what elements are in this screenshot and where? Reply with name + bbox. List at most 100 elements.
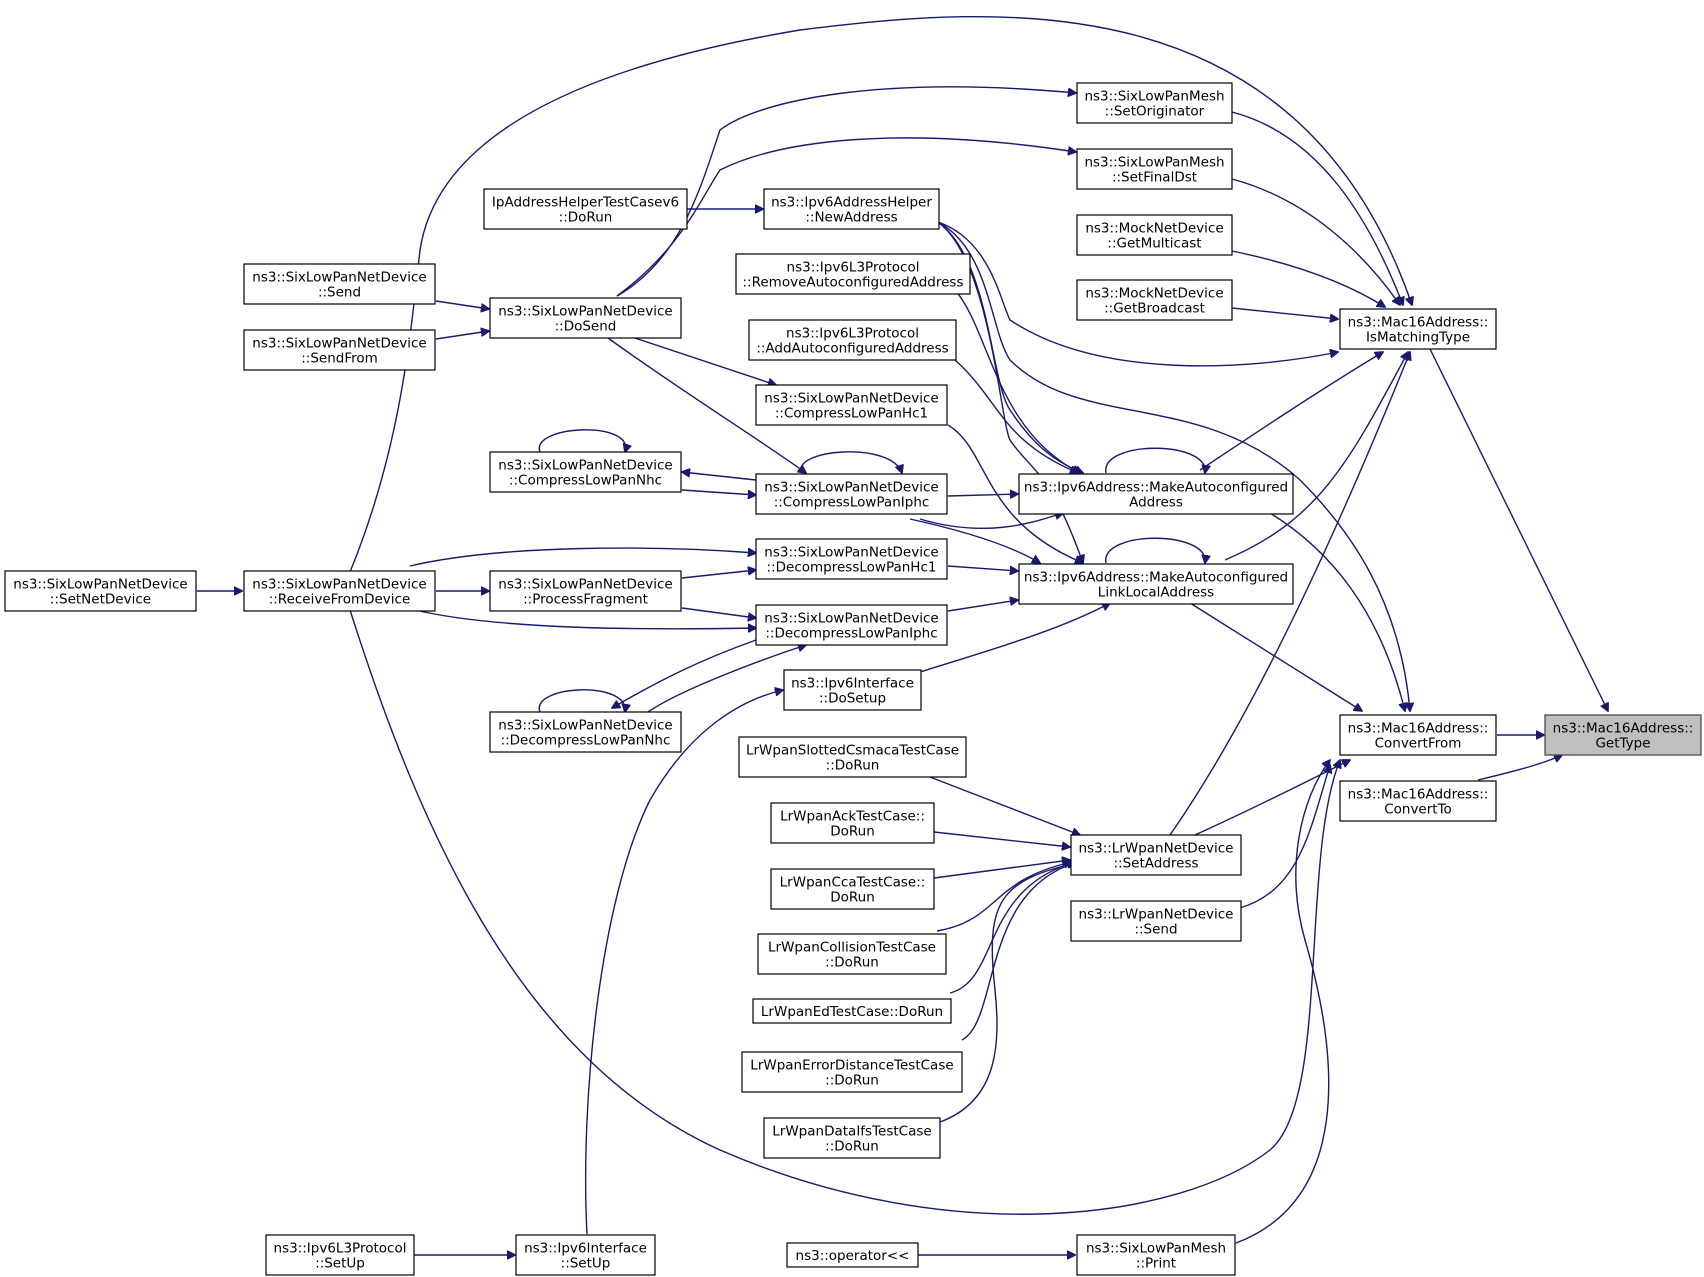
edge-addautoconf-to-makeautoconfaddr: [954, 359, 1078, 473]
node-mesh-print[interactable]: ns3::SixLowPanMesh::Print: [1076, 1234, 1236, 1276]
call-edges: [197, 15, 1608, 1255]
node-label-line: DoRun: [830, 824, 875, 840]
node-box: [738, 736, 967, 778]
node-lrwpan-dataifs-test[interactable]: LrWpanDataIfsTestCase::DoRun: [763, 1117, 941, 1159]
node-mock-getbroadcast[interactable]: ns3::MockNetDevice::GetBroadcast: [1076, 279, 1233, 321]
edge-dosend-to-compressiphc: [607, 337, 806, 473]
node-label-line: ::AddAutoconfiguredAddress: [756, 341, 948, 357]
node-slp-receivefromdevice[interactable]: ns3::SixLowPanNetDevice::ReceiveFromDevi…: [243, 570, 436, 612]
node-slp-send[interactable]: ns3::SixLowPanNetDevice::Send: [243, 263, 436, 305]
node-mesh-setfinaldst[interactable]: ns3::SixLowPanMesh::SetFinalDst: [1076, 148, 1233, 190]
node-label-line: ::Send: [1134, 922, 1177, 938]
node-label-line: ns3::Ipv6L3Protocol: [787, 260, 920, 276]
node-lrwpan-slottedcsmaca-test[interactable]: LrWpanSlottedCsmacaTestCase::DoRun: [738, 736, 967, 778]
node-box: [741, 1051, 963, 1093]
node-slp-compressiphc[interactable]: ns3::SixLowPanNetDevice::CompressLowPanI…: [755, 473, 948, 515]
edge-receivefromdevice-to-decompresshc1: [409, 547, 756, 567]
node-label-line: ::SetAddress: [1113, 856, 1198, 872]
node-label-line: ::SendFrom: [301, 351, 378, 367]
node-box: [1070, 834, 1242, 876]
edge-sendfrom-to-dosend: [435, 331, 489, 340]
edge-makeautoconfaddr-self: [1105, 447, 1205, 473]
node-label-line: Address: [1129, 495, 1183, 511]
node-label-line: ::DoRun: [825, 1073, 879, 1089]
node-slp-processfragment[interactable]: ns3::SixLowPanNetDevice::ProcessFragment: [489, 570, 682, 612]
node-label-line: LrWpanErrorDistanceTestCase: [750, 1058, 953, 1074]
node-label-line: ns3::SixLowPanNetDevice: [252, 577, 426, 593]
node-label-line: ns3::Ipv6L3Protocol: [274, 1241, 407, 1257]
node-label-line: ns3::SixLowPanNetDevice: [252, 270, 426, 286]
edge-getmulticast-to-ismatchingtype: [1231, 250, 1385, 307]
node-label-line: LrWpanEdTestCase::DoRun: [761, 1004, 943, 1020]
node-label-line: ns3::SixLowPanMesh: [1084, 89, 1224, 105]
node-label-line: ::SetUp: [315, 1256, 365, 1272]
node-slp-decompressnhc[interactable]: ns3::SixLowPanNetDevice::DecompressLowPa…: [489, 711, 682, 753]
node-convertfrom[interactable]: ns3::Mac16Address::ConvertFrom: [1339, 714, 1497, 756]
node-lrwpan-setaddress[interactable]: ns3::LrWpanNetDevice::SetAddress: [1070, 834, 1242, 876]
node-label-line: ::ReceiveFromDevice: [269, 592, 411, 608]
node-label-line: ::GetBroadcast: [1104, 301, 1205, 317]
node-convertto[interactable]: ns3::Mac16Address::ConvertTo: [1339, 780, 1497, 822]
node-label-line: ::DecompressLowPanHc1: [767, 560, 937, 576]
node-label-line: LrWpanCollisionTestCase: [768, 940, 936, 956]
node-label-line: ::DoRun: [826, 758, 880, 774]
node-label-line: LinkLocalAddress: [1098, 585, 1214, 601]
node-box: [752, 998, 952, 1024]
node-label-line: LrWpanAckTestCase::: [780, 809, 925, 825]
edge-decompresshc1-to-makeautoconfll: [947, 565, 1018, 571]
edge-decompressiphc-to-decompressnhc: [612, 639, 757, 708]
node-slp-compresshc1[interactable]: ns3::SixLowPanNetDevice::CompressLowPanH…: [755, 384, 948, 426]
edge-ccatest-to-setaddress: [933, 860, 1070, 879]
node-ipv6if-dosetup[interactable]: ns3::Ipv6Interface::DoSetup: [783, 669, 922, 711]
node-lrwpan-send[interactable]: ns3::LrWpanNetDevice::Send: [1070, 900, 1242, 942]
node-label-line: LrWpanSlottedCsmacaTestCase: [746, 743, 959, 759]
node-lrwpan-errordistance-test[interactable]: LrWpanErrorDistanceTestCase::DoRun: [741, 1051, 963, 1093]
node-box: [1070, 900, 1242, 942]
node-label-line: LrWpanCcaTestCase::: [780, 875, 926, 891]
edge-decompressiphc-to-makeautoconfll: [947, 600, 1018, 612]
node-slp-setnetdevice[interactable]: ns3::SixLowPanNetDevice::SetNetDevice: [4, 570, 197, 612]
node-mock-getmulticast[interactable]: ns3::MockNetDevice::GetMulticast: [1076, 214, 1233, 256]
edge-dataifstest-to-setaddress: [939, 862, 1080, 1123]
node-operator-stream[interactable]: ns3::operator<<: [786, 1242, 919, 1268]
node-label-line: ns3::SixLowPanNetDevice: [498, 718, 672, 734]
node-slp-sendfrom[interactable]: ns3::SixLowPanNetDevice::SendFrom: [243, 329, 436, 371]
node-lrwpan-cca-test[interactable]: LrWpanCcaTestCase::DoRun: [770, 868, 935, 910]
edge-lrwpansetaddress-to-convertfrom: [1194, 760, 1350, 836]
node-makeautoconfaddr[interactable]: ns3::Ipv6Address::MakeAutoconfiguredAddr…: [1018, 473, 1294, 515]
node-label-line: ns3::SixLowPanMesh: [1086, 1241, 1226, 1257]
node-box: [1339, 780, 1497, 822]
edge-compressnhc-to-compressiphc: [681, 489, 756, 495]
node-label-line: ::DoRun: [559, 210, 613, 226]
node-box: [515, 1234, 656, 1276]
node-slp-dosend[interactable]: ns3::SixLowPanNetDevice::DoSend: [489, 297, 682, 339]
node-iphelpertest-dorun[interactable]: IpAddressHelperTestCasev6::DoRun: [483, 188, 688, 230]
edge-errordisttest-to-setaddress: [961, 862, 1078, 1041]
node-label-line: ns3::LrWpanNetDevice: [1079, 907, 1234, 923]
node-label-line: ns3::SixLowPanNetDevice: [498, 458, 672, 474]
node-label-line: ns3::SixLowPanNetDevice: [498, 577, 672, 593]
node-mesh-setoriginator[interactable]: ns3::SixLowPanMesh::SetOriginator: [1076, 82, 1233, 124]
node-makeautoconfll[interactable]: ns3::Ipv6Address::MakeAutoconfiguredLink…: [1018, 563, 1294, 605]
node-label-line: ::CompressLowPanIphc: [774, 495, 930, 511]
node-gettype[interactable]: ns3::Mac16Address::GetType: [1544, 714, 1702, 756]
node-label-line: ::DoSend: [555, 319, 617, 335]
node-label-line: ns3::Mac16Address::: [1553, 721, 1694, 737]
node-lrwpan-collision-test[interactable]: LrWpanCollisionTestCase::DoRun: [757, 933, 947, 975]
node-lrwpan-ack-test[interactable]: LrWpanAckTestCase::DoRun: [770, 802, 935, 844]
node-lrwpan-ed-test[interactable]: LrWpanEdTestCase::DoRun: [752, 998, 952, 1024]
node-ipv6if-setup[interactable]: ns3::Ipv6Interface::SetUp: [515, 1234, 656, 1276]
node-ipv6l3-removeautoconf[interactable]: ns3::Ipv6L3Protocol::RemoveAutoconfigure…: [735, 253, 971, 295]
node-ipv6l3-addautoconf[interactable]: ns3::Ipv6L3Protocol::AddAutoconfiguredAd…: [748, 319, 957, 361]
node-slp-decompresshc1[interactable]: ns3::SixLowPanNetDevice::DecompressLowPa…: [755, 538, 948, 580]
node-label-line: ns3::SixLowPanNetDevice: [252, 336, 426, 352]
node-label-line: ::CompressLowPanNhc: [509, 473, 662, 489]
node-ipv6l3-setup[interactable]: ns3::Ipv6L3Protocol::SetUp: [265, 1234, 415, 1276]
node-ismatchingtype[interactable]: ns3::Mac16Address::IsMatchingType: [1339, 308, 1497, 350]
edge-makeautoconfaddr-to-ismatchingtype: [1199, 352, 1383, 471]
edge-setfinaldst-to-ismatchingtype: [1231, 178, 1400, 305]
node-slp-compressnhc[interactable]: ns3::SixLowPanNetDevice::CompressLowPanN…: [489, 451, 682, 493]
node-ipv6helper-newaddress[interactable]: ns3::Ipv6AddressHelper::NewAddress: [763, 188, 940, 230]
node-label-line: ns3::Ipv6Address::MakeAutoconfigured: [1024, 570, 1288, 586]
node-slp-decompressiphc[interactable]: ns3::SixLowPanNetDevice::DecompressLowPa…: [755, 604, 948, 646]
